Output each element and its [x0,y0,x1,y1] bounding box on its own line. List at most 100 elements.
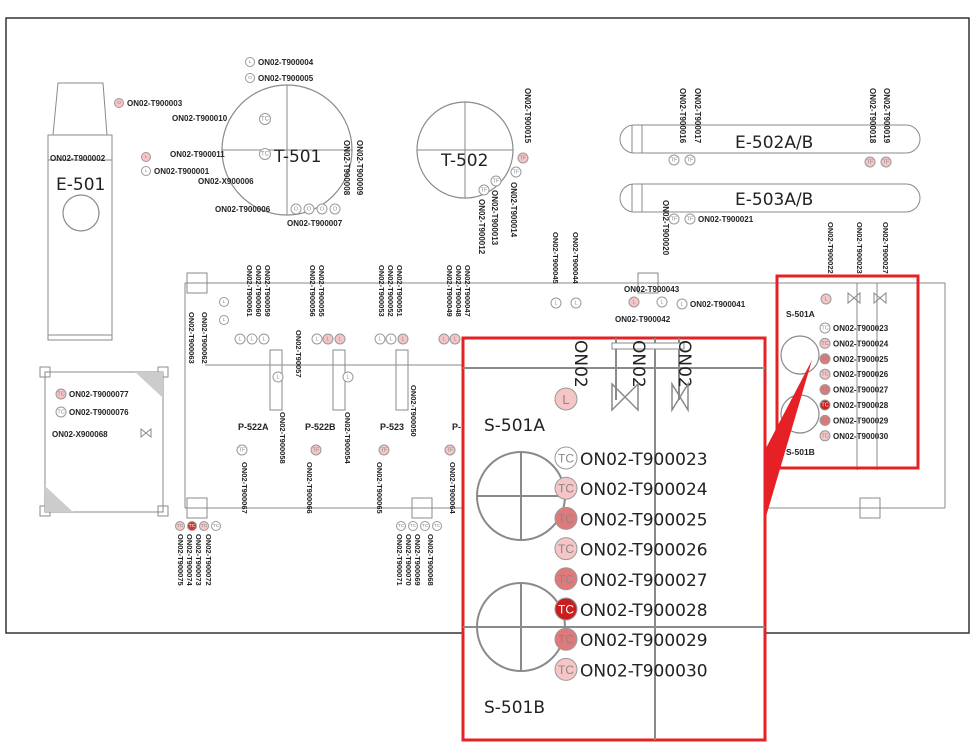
tag-t900025[interactable]: ON02-T900025 [833,355,889,364]
tag-t900058[interactable]: ON02-T900058 [278,412,287,464]
tag-t900005[interactable]: ON02-T900005 [258,74,314,83]
tag-t900056[interactable]: ON02-T900056 [308,265,317,317]
tag-t900059[interactable]: ON02-T900059 [263,265,272,317]
tag-t900068[interactable]: ON02-T900068 [426,534,435,586]
instrument-code-l: L [401,337,404,343]
tag-t900022[interactable]: ON02-T900022 [826,222,835,274]
tag-t900029[interactable]: ON02-T900029 [833,416,889,425]
tag-t900028[interactable]: ON02-T900028 [833,401,889,410]
tag-t900067[interactable]: ON02-T900067 [240,462,249,514]
tag-x900006[interactable]: ON02-X900006 [198,177,254,186]
tag-t900044[interactable]: ON02-T900044 [571,232,580,285]
tag-t900002[interactable]: ON02-T900002 [50,154,106,163]
tag-t900072[interactable]: ON02-T900072 [204,534,213,586]
instrument-bubble-tc [819,353,831,365]
pipe-junction [859,497,881,519]
tag-t900066[interactable]: ON02-T900066 [305,462,314,514]
skid-outline [44,371,164,513]
tag-t900013[interactable]: ON02-T900013 [490,190,499,246]
tag-t900007[interactable]: ON02-T900007 [287,219,343,228]
tag-t900004[interactable]: ON02-T900004 [258,58,314,67]
tag-t900015[interactable]: ON02-T900015 [523,88,532,144]
instrument-bubble-tf [517,152,529,164]
instrument-bubble-l [676,298,688,310]
tag-t900075[interactable]: ON02-T900075 [176,534,185,586]
tag-t900030[interactable]: ON02-T900030 [833,432,889,441]
tag-t900027[interactable]: ON02-T900027 [833,386,889,395]
tag-t900017[interactable]: ON02-T900017 [693,88,702,144]
tag-t900023[interactable]: ON02-T900023 [855,222,864,274]
zoom-bubble [554,476,578,500]
tag-t900016[interactable]: ON02-T900016 [678,88,687,144]
instrument-code-l: L [453,337,456,343]
tag-t900011[interactable]: ON02-T900011 [170,150,225,159]
tag-t900051[interactable]: ON02-T900051 [395,265,404,317]
tag-t900006[interactable]: ON02-T900006 [215,205,271,214]
tag-t900045[interactable]: ON02-T900045 [551,232,560,284]
instrument-code-tc: TC [821,418,828,424]
tag-t900074[interactable]: ON02-T900074 [185,534,194,587]
instrument-bubble-l [820,293,832,305]
instrument-code-tc: TC [189,523,196,529]
tag-x900068[interactable]: ON02-X900068 [52,430,108,439]
tag-t900050[interactable]: ON02-T900050 [409,385,418,437]
tag-t900052[interactable]: ON02-T900052 [386,265,395,317]
tag-t900023[interactable]: ON02-T900023 [580,450,708,470]
tag-t900073[interactable]: ON02-T900073 [194,534,203,586]
tag-t900057[interactable]: ON02-T90057 [294,330,303,378]
tag-t900010[interactable]: ON02-T900010 [172,114,228,123]
instrument-bubble-o [316,203,328,215]
tag-t900042[interactable]: ON02-T900042 [615,315,671,324]
tag-t900020[interactable]: ON02-T900020 [661,200,670,256]
tag-t900060[interactable]: ON02-T900060 [254,265,263,317]
tag-t900027[interactable]: ON02-T900027 [881,222,890,274]
tag-t900049[interactable]: ON02-T900049 [445,265,454,317]
instrument-bubble-l [322,333,334,345]
tag-t900028[interactable]: ON02-T900028 [580,601,708,621]
instrument-code-l: L [346,375,349,381]
tag-t900065[interactable]: ON02-T900065 [375,462,384,514]
instrument-bubble-tc [819,337,831,349]
instrument-code-tf: TF [687,158,694,164]
tag-t900071[interactable]: ON02-T900071 [395,534,404,586]
tag-t900008[interactable]: ON02-T900008 [342,140,351,196]
zoom-valve-icon [671,381,689,413]
tag-t900026[interactable]: ON02-T900026 [833,370,889,379]
tag-t900019[interactable]: ON02-T900019 [882,88,891,144]
tag-t900021[interactable]: ON02-T900021 [698,215,754,224]
tag-t900023[interactable]: ON02-T900023 [833,324,889,333]
tag-t900062[interactable]: ON02-T900062 [200,312,209,364]
tag-t900003[interactable]: ON02-T900003 [127,99,183,108]
instrument-code-tf: TF [687,217,694,223]
tag-t900012[interactable]: ON02-T900012 [477,199,486,255]
tag-t900001[interactable]: ON02-T900001 [154,167,210,176]
tag-t900070[interactable]: ON02-T900070 [404,534,413,586]
tag-t900024[interactable]: ON02-T900024 [580,480,708,500]
tag-t900027[interactable]: ON02-T900027 [580,571,708,591]
instrument-code-l: L [276,375,279,381]
tag-t900018[interactable]: ON02-T900018 [868,88,877,144]
tag-t900024[interactable]: ON02-T900024 [833,339,889,348]
tag-t900055[interactable]: ON02-T900055 [317,265,326,317]
instrument-bubble-tf [490,175,502,187]
tag-t900064[interactable]: ON02-T900064 [448,462,457,515]
tag-t900030[interactable]: ON02-T900030 [580,661,708,681]
tag-t900026[interactable]: ON02-T900026 [580,541,708,561]
tag-t900029[interactable]: ON02-T900029 [580,631,708,651]
tag-t900063[interactable]: ON02-T900063 [187,312,196,364]
tag-t900043[interactable]: ON02-T900043 [624,285,680,294]
tag-t900025[interactable]: ON02-T900025 [580,510,708,530]
tag-t900053[interactable]: ON02-T900053 [377,265,386,317]
tag-t900069[interactable]: ON02-T900069 [413,534,422,586]
tag-t900054[interactable]: ON02-T900054 [343,412,352,465]
tag-t900014[interactable]: ON02-T900014 [509,182,518,238]
tag-t900041[interactable]: ON02-T900041 [690,300,746,309]
instrument-bubble-tc [175,521,185,531]
tag-t900061[interactable]: ON02-T900061 [245,265,254,317]
instrument-bubble-tc [819,368,831,380]
tag-t900048[interactable]: ON02-T900048 [454,265,463,317]
tag-t9000077[interactable]: ON02-T9000077 [69,390,129,399]
tag-t900047[interactable]: ON02-T900047 [463,265,472,317]
tag-t9000076[interactable]: ON02-T9000076 [69,408,129,417]
tag-t900009[interactable]: ON02-T900009 [355,140,364,196]
